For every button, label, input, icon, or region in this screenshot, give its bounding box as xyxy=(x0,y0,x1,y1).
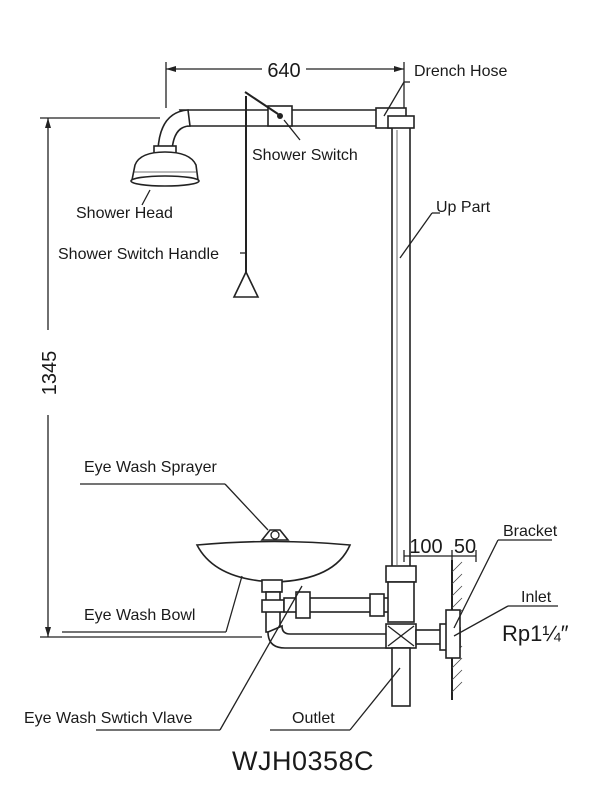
label-drench-hose: Drench Hose xyxy=(414,63,507,80)
label-eye-wash-switch-valve: Eye Wash Swtich Vlave xyxy=(24,710,192,727)
label-outlet: Outlet xyxy=(292,710,335,727)
label-inlet-thread: Rp1¼″ xyxy=(502,621,569,646)
offset-b-value: 50 xyxy=(454,536,476,558)
shower-head xyxy=(130,109,200,187)
outlet xyxy=(391,647,411,707)
eye-wash-bowl xyxy=(195,540,352,593)
label-shower-head: Shower Head xyxy=(76,205,173,222)
label-eye-wash-bowl: Eye Wash Bowl xyxy=(84,607,195,624)
drench-hose xyxy=(178,107,407,129)
label-shower-switch-handle: Shower Switch Handle xyxy=(58,246,219,263)
width-dimension-value: 640 xyxy=(267,60,300,82)
offset-dimensions: 100 50 xyxy=(403,536,477,562)
label-bracket: Bracket xyxy=(503,523,558,540)
label-inlet: Inlet xyxy=(521,589,552,606)
height-dimension: 1345 xyxy=(39,117,262,638)
label-up-part: Up Part xyxy=(436,199,491,216)
shower-switch-handle xyxy=(232,96,260,298)
width-dimension: 640 xyxy=(165,60,405,110)
label-shower-switch: Shower Switch xyxy=(252,147,358,164)
bracket xyxy=(445,560,463,700)
leader-lines xyxy=(62,81,558,731)
model-number: WJH0358C xyxy=(232,746,374,776)
offset-a-value: 100 xyxy=(409,536,442,558)
shower-switch xyxy=(244,91,293,127)
up-part xyxy=(387,115,415,569)
height-dimension-value: 1345 xyxy=(39,351,61,396)
label-eye-wash-sprayer: Eye Wash Sprayer xyxy=(84,459,217,476)
eye-wash-sprayer xyxy=(260,529,290,541)
